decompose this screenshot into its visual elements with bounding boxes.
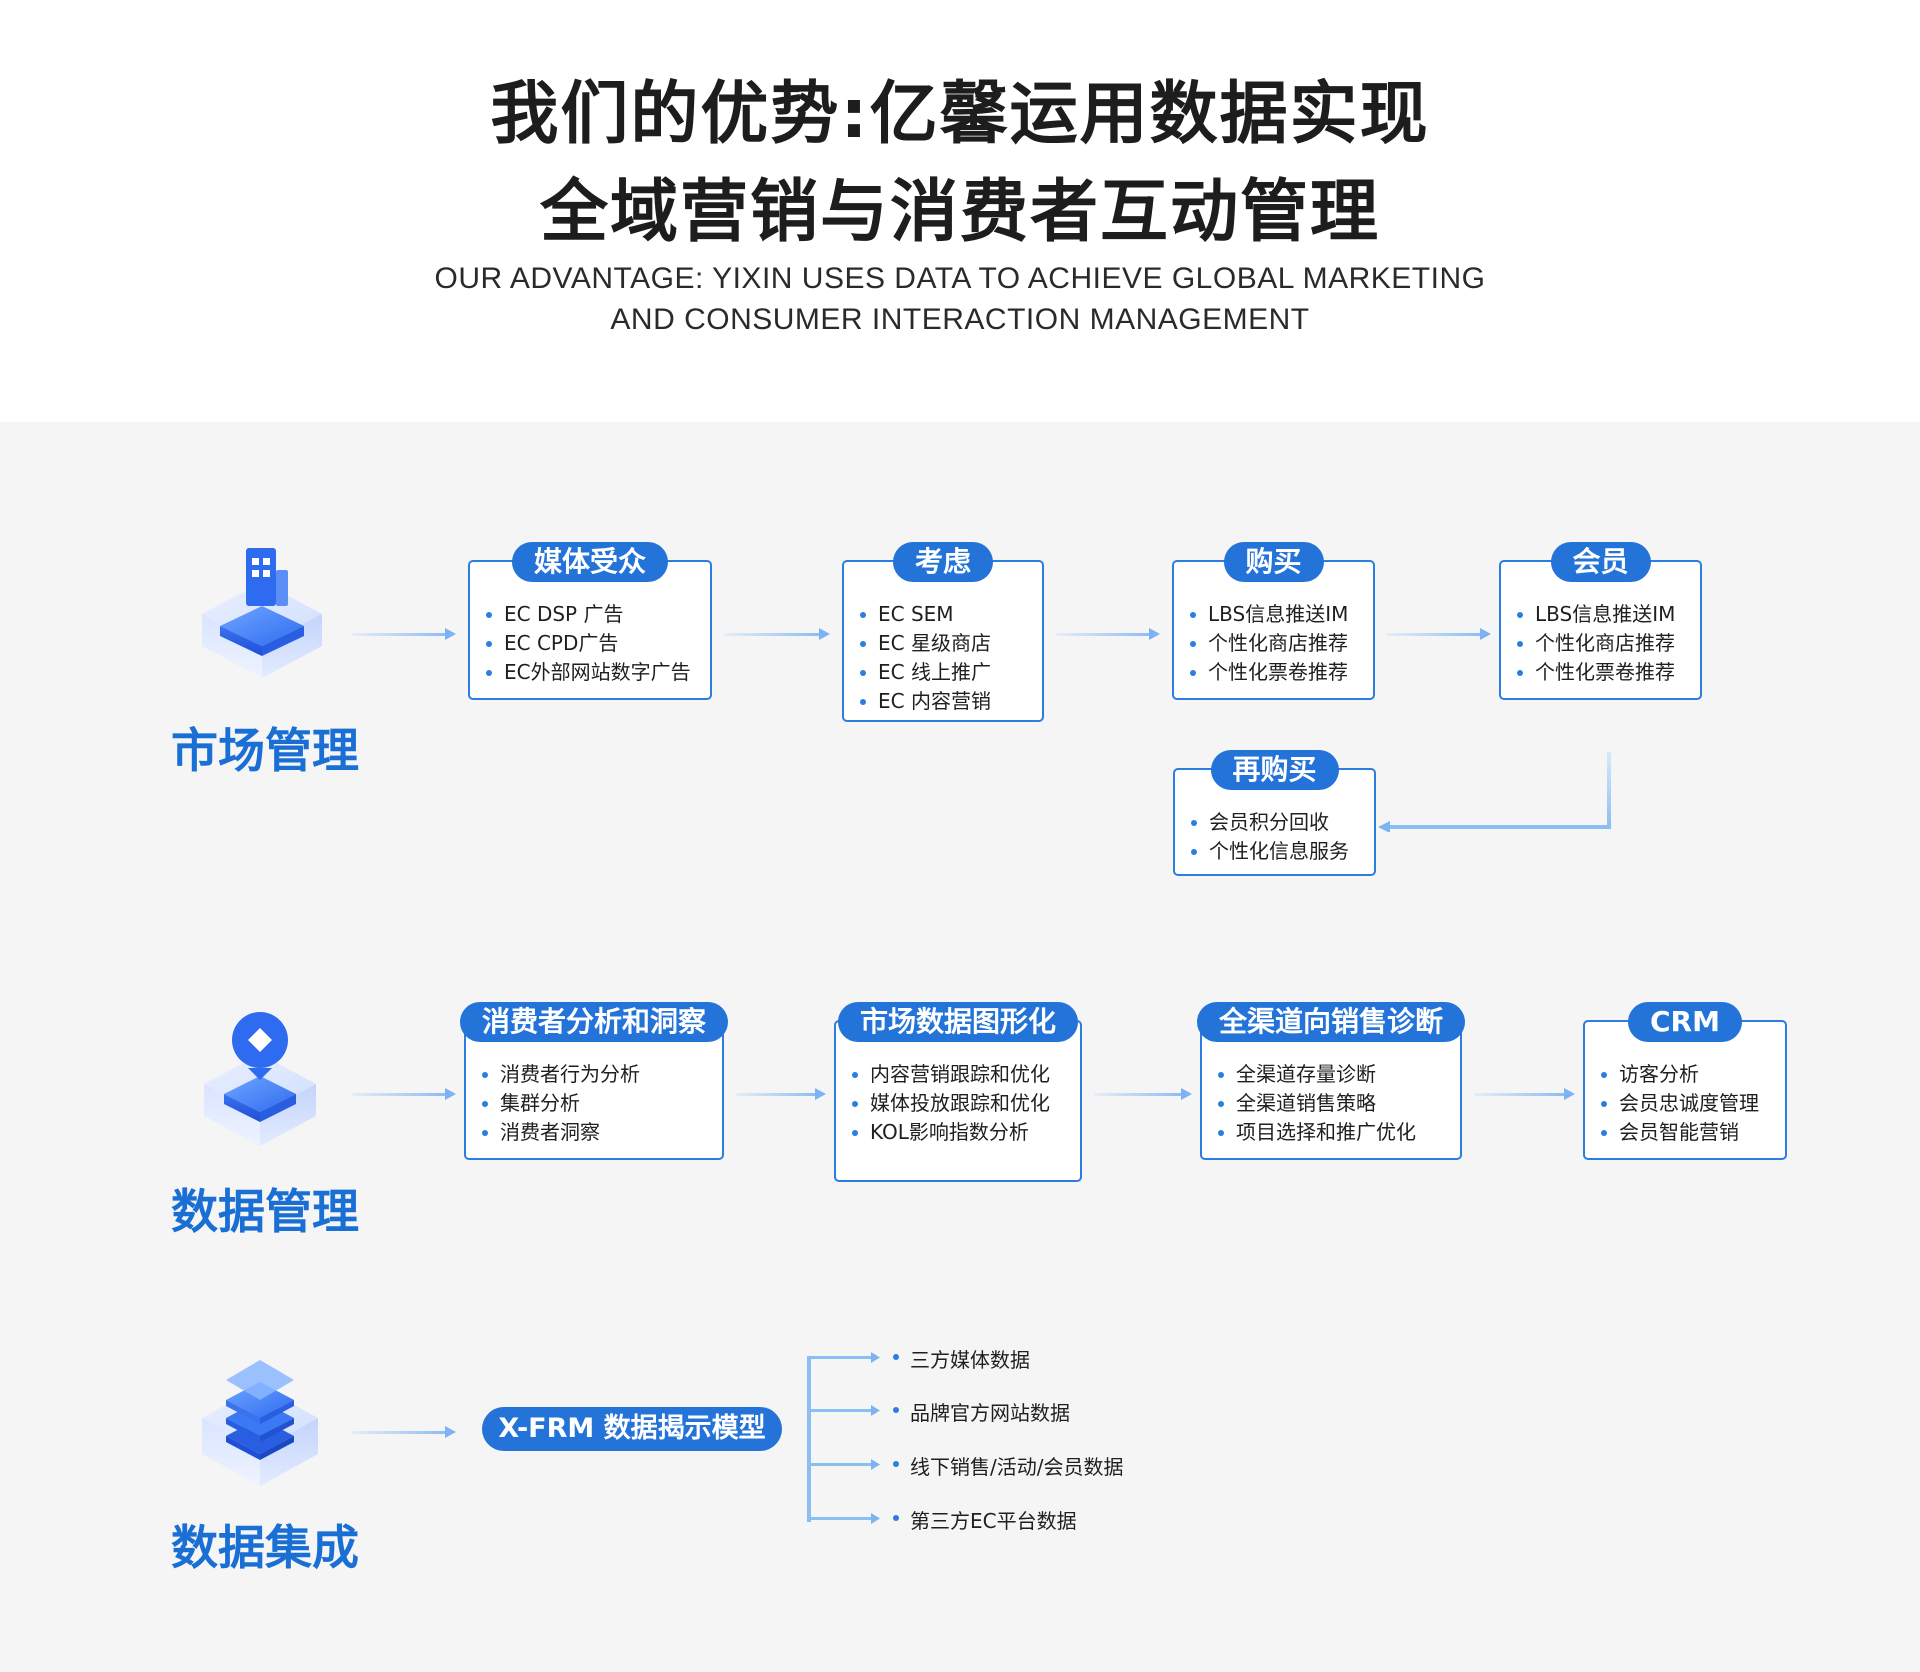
branch-connector: [807, 1352, 880, 1524]
flow-box-list: 会员积分回收 个性化信息服务: [1175, 770, 1374, 866]
page-subtitle-line-2: AND CONSUMER INTERACTION MANAGEMENT: [610, 303, 1310, 336]
model-badge: X-FRM 数据揭示模型: [482, 1407, 782, 1451]
list-item: 个性化票卷推荐: [1190, 658, 1373, 687]
list-item: 会员积分回收: [1191, 808, 1374, 837]
flow-box-list: LBS信息推送IM 个性化商店推荐 个性化票卷推荐: [1174, 562, 1373, 687]
list-item: 全渠道销售策略: [1218, 1089, 1460, 1118]
flow-arrow: [736, 1088, 826, 1100]
list-item: 个性化票卷推荐: [1517, 658, 1700, 687]
list-item: 会员智能营销: [1601, 1118, 1785, 1147]
data-source-item: 第三方EC平台数据: [893, 1505, 1077, 1534]
list-item: 会员忠诚度管理: [1601, 1089, 1785, 1118]
list-item: 个性化商店推荐: [1190, 629, 1373, 658]
flow-box-list: LBS信息推送IM 个性化商店推荐 个性化票卷推荐: [1501, 562, 1700, 687]
flow-arrow: [352, 1088, 456, 1100]
list-item: 访客分析: [1601, 1060, 1785, 1089]
layer-stack-cube-icon: [190, 1346, 330, 1486]
list-item: 媒体投放跟踪和优化: [852, 1089, 1080, 1118]
flow-box-media-audience: 媒体受众 EC DSP 广告 EC CPD广告 EC外部网站数字广告: [468, 542, 712, 700]
list-item: EC CPD广告: [486, 629, 710, 658]
list-item: 消费者洞察: [482, 1118, 722, 1147]
flow-box-repurchase: 再购买 会员积分回收 个性化信息服务: [1173, 750, 1376, 876]
data-source-item: 三方媒体数据: [893, 1344, 1030, 1373]
flow-box-crm: CRM 访客分析 会员忠诚度管理 会员智能营销: [1583, 1002, 1787, 1160]
list-item: KOL影响指数分析: [852, 1118, 1080, 1147]
list-item: LBS信息推送IM: [1517, 600, 1700, 629]
flow-box-title: 媒体受众: [511, 542, 669, 582]
flow-arrow: [352, 1426, 456, 1438]
list-item: EC 内容营销: [860, 687, 1042, 716]
building-cube-icon: [192, 540, 332, 680]
list-item: 集群分析: [482, 1089, 722, 1118]
flow-box-list: EC DSP 广告 EC CPD广告 EC外部网站数字广告: [470, 562, 710, 687]
list-item: 个性化信息服务: [1191, 837, 1374, 866]
list-item: 项目选择和推广优化: [1218, 1118, 1460, 1147]
flow-box-title: 再购买: [1210, 750, 1339, 790]
flow-box-member: 会员 LBS信息推送IM 个性化商店推荐 个性化票卷推荐: [1499, 542, 1702, 700]
list-item: EC 线上推广: [860, 658, 1042, 687]
flow-box-title: 购买: [1223, 542, 1324, 582]
flow-arrow: [1387, 628, 1491, 640]
flow-arrow: [1094, 1088, 1192, 1100]
flow-box-title: 考虑: [892, 542, 994, 582]
diamond-pin-cube-icon: [190, 1006, 330, 1146]
flow-arrow: [1056, 628, 1160, 640]
header: 我们的优势:亿馨运用数据实现 全域营销与消费者互动管理 OUR ADVANTAG…: [0, 0, 1920, 422]
page-title-line-1: 我们的优势:亿馨运用数据实现: [490, 75, 1430, 154]
page-title-line-2: 全域营销与消费者互动管理: [539, 173, 1380, 252]
data-source-item: 品牌官方网站数据: [893, 1397, 1070, 1426]
flow-arrow: [352, 628, 456, 640]
list-item: 内容营销跟踪和优化: [852, 1060, 1080, 1089]
flow-box-consider: 考虑 EC SEM EC 星级商店 EC 线上推广 EC 内容营销: [842, 542, 1044, 722]
page-subtitle-line-1: OUR ADVANTAGE: YIXIN USES DATA TO ACHIEV…: [434, 262, 1486, 295]
flow-box-list: 消费者行为分析 集群分析 消费者洞察: [466, 1022, 722, 1147]
flow-box-consumer-insight: 消费者分析和洞察 消费者行为分析 集群分析 消费者洞察: [459, 1002, 729, 1160]
list-item: 消费者行为分析: [482, 1060, 722, 1089]
section-label-data-integration: 数据集成: [171, 1521, 359, 1576]
flow-box-omnichannel-diagnosis: 全渠道向销售诊断 全渠道存量诊断 全渠道销售策略 项目选择和推广优化: [1196, 1002, 1466, 1160]
data-source-item: 线下销售/活动/会员数据: [893, 1451, 1123, 1480]
list-item: 全渠道存量诊断: [1218, 1060, 1460, 1089]
flow-arrow: [1474, 1088, 1575, 1100]
flow-box-title: 市场数据图形化: [837, 1002, 1079, 1042]
list-item: EC 星级商店: [860, 629, 1042, 658]
flow-box-title: CRM: [1628, 1002, 1742, 1042]
flow-box-list: EC SEM EC 星级商店 EC 线上推广 EC 内容营销: [844, 562, 1042, 716]
return-arrow: [1378, 752, 1611, 832]
list-item: LBS信息推送IM: [1190, 600, 1373, 629]
flow-arrow: [724, 628, 830, 640]
list-item: EC DSP 广告: [486, 600, 710, 629]
flow-box-list: 访客分析 会员忠诚度管理 会员智能营销: [1585, 1022, 1785, 1147]
flow-box-title: 全渠道向销售诊断: [1196, 1002, 1466, 1042]
flow-box-list: 全渠道存量诊断 全渠道销售策略 项目选择和推广优化: [1202, 1022, 1460, 1147]
flow-box-list: 内容营销跟踪和优化 媒体投放跟踪和优化 KOL影响指数分析: [836, 1022, 1080, 1147]
list-item: 个性化商店推荐: [1517, 629, 1700, 658]
section-label-data-management: 数据管理: [171, 1185, 359, 1240]
flow-box-purchase: 购买 LBS信息推送IM 个性化商店推荐 个性化票卷推荐: [1172, 542, 1375, 700]
list-item: EC外部网站数字广告: [486, 658, 710, 687]
flow-box-title: 会员: [1550, 542, 1651, 582]
list-item: EC SEM: [860, 600, 1042, 629]
flow-box-title: 消费者分析和洞察: [459, 1002, 729, 1042]
flow-box-market-visualization: 市场数据图形化 内容营销跟踪和优化 媒体投放跟踪和优化 KOL影响指数分析: [834, 1002, 1082, 1182]
section-label-market: 市场管理: [171, 724, 359, 779]
